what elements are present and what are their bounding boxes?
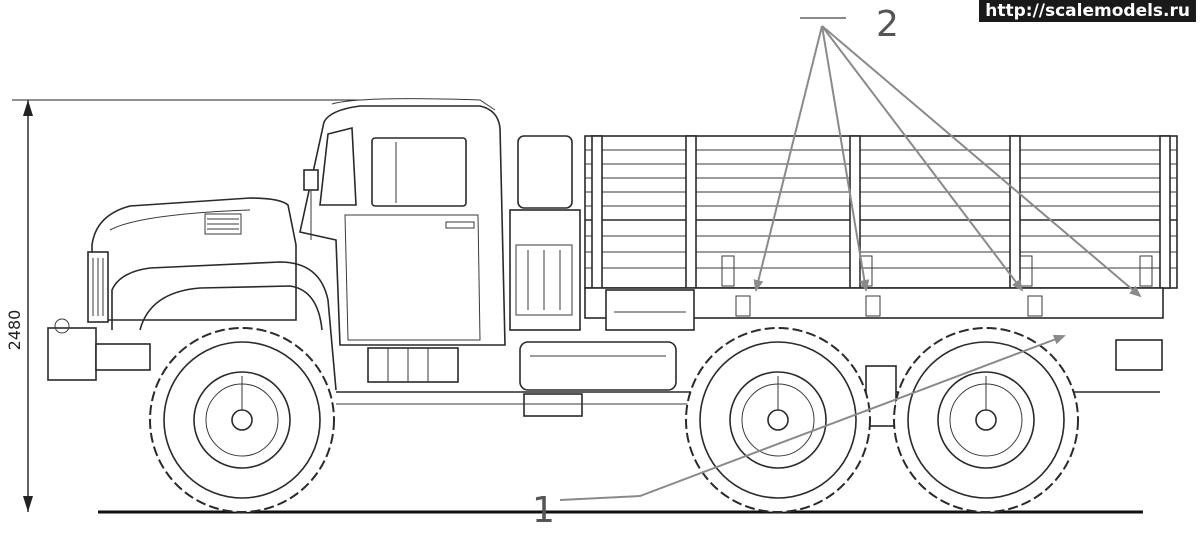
height-label: 2480 xyxy=(5,310,24,351)
middle-wheel xyxy=(685,327,871,513)
callout-1: 1 xyxy=(532,334,1066,531)
callout-1-label: 1 xyxy=(532,490,555,531)
cab xyxy=(47,98,506,391)
callout-2-label: 2 xyxy=(876,4,899,45)
height-dimension: 2480 xyxy=(5,99,360,512)
bed-slats xyxy=(585,149,1177,269)
spare-wheel-housing xyxy=(509,135,581,331)
callout-2: 2 xyxy=(753,4,1142,298)
front-wheel xyxy=(149,327,335,513)
rear-wheel xyxy=(893,327,1079,513)
cargo-bed xyxy=(584,135,1178,371)
watermark: http://scalemodels.ru xyxy=(979,0,1196,22)
